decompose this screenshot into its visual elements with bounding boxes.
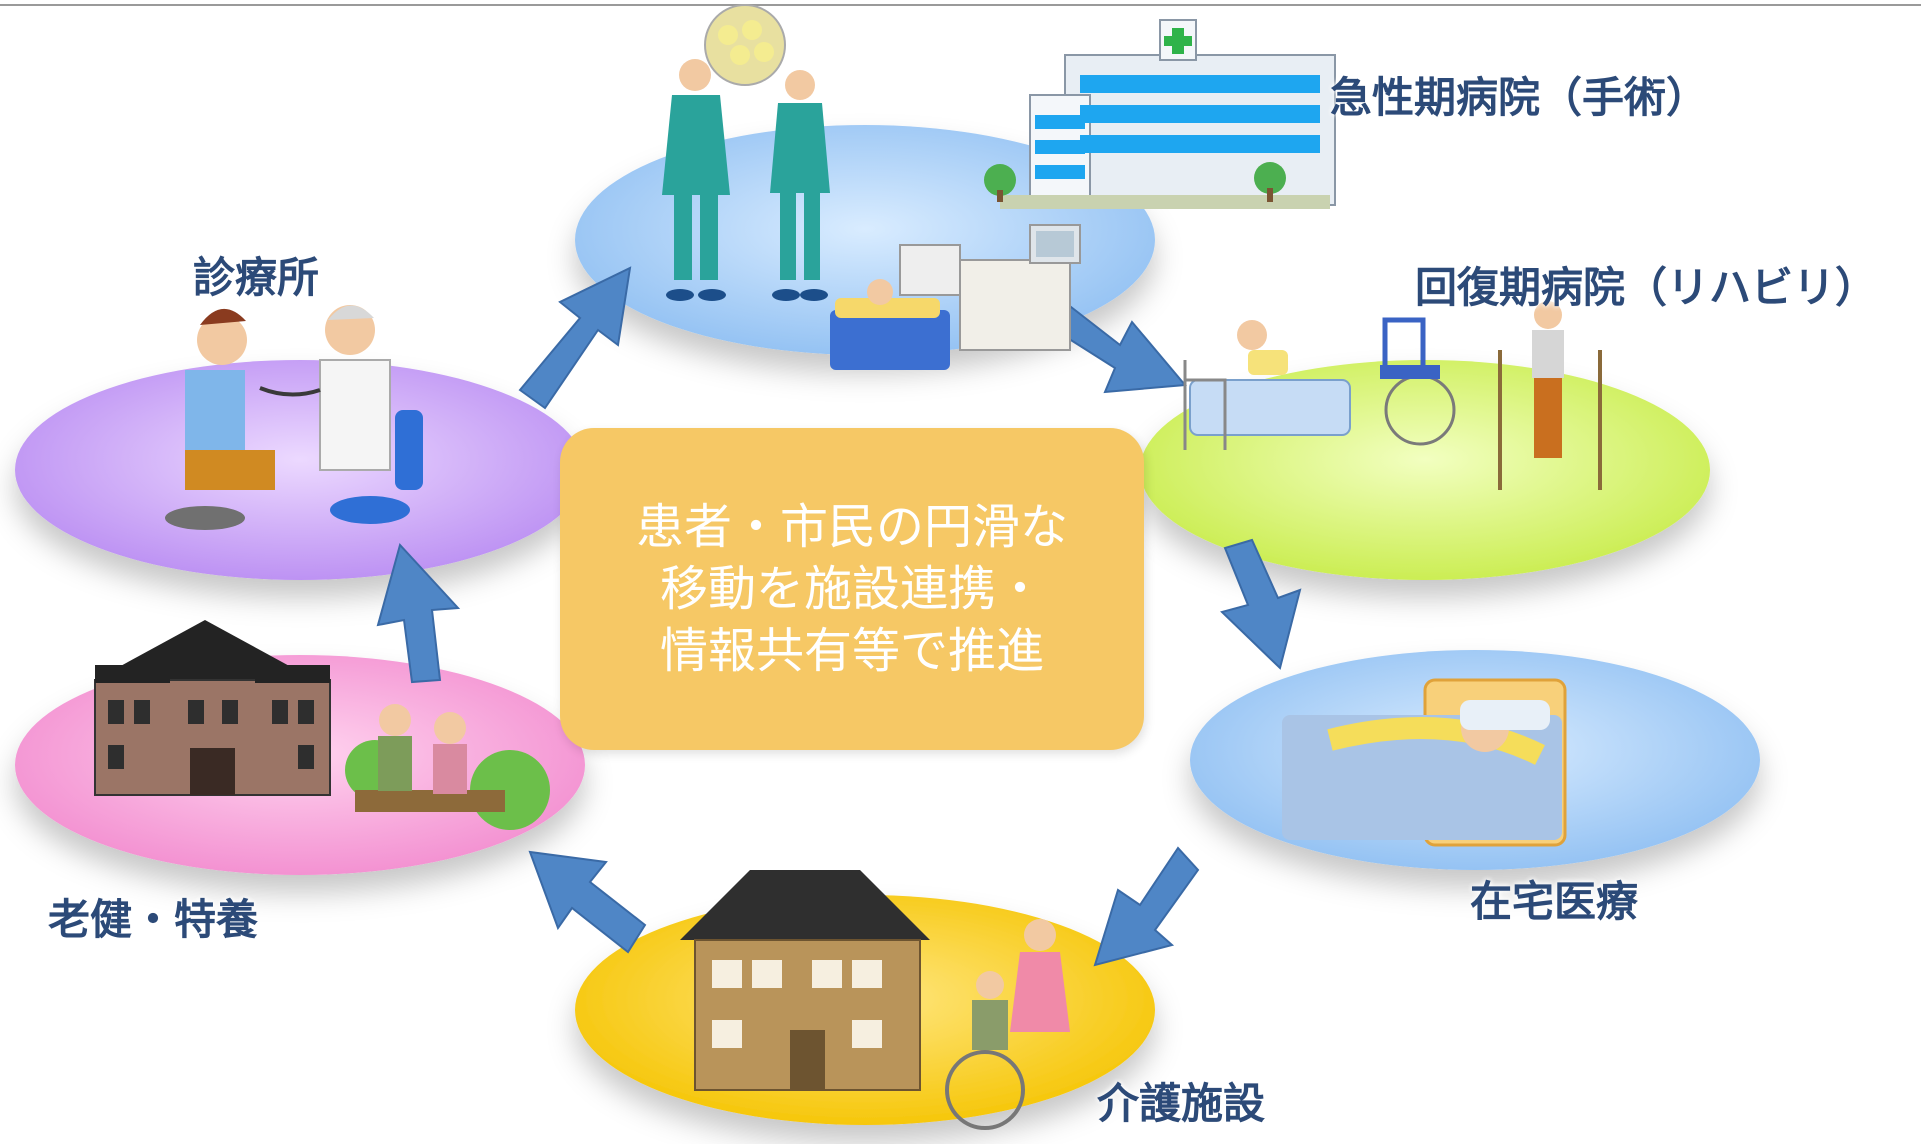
center-message-box: 患者・市民の円滑な 移動を施設連携・ 情報共有等で推進 [560, 428, 1144, 750]
label-acute-hospital: 急性期病院（手術） [1330, 73, 1709, 122]
label-clinic: 診療所 [193, 253, 320, 302]
arrow-elder-to-clinic [376, 542, 461, 684]
arrow-care-to-elder [528, 850, 647, 954]
center-message: 患者・市民の円滑な 移動を施設連携・ 情報共有等で推進 [582, 496, 1122, 682]
arrow-rehab-to-home [1220, 538, 1302, 670]
doctor-stethoscope-icon [165, 305, 423, 530]
center-line-3: 情報共有等で推進 [659, 623, 1044, 679]
label-elderly-facility: 老健・特養 [48, 895, 259, 944]
surgery-team-icon [662, 4, 1081, 370]
center-line-2: 移動を施設連携・ [659, 561, 1044, 617]
top-border [0, 4, 1921, 6]
hospital-building-icon [984, 19, 1336, 209]
elderly-facility-icon [94, 620, 550, 830]
center-line-1: 患者・市民の円滑な [635, 499, 1068, 555]
label-rehab-hospital: 回復期病院（リハビリ） [1415, 263, 1878, 312]
ellipse-clinic [15, 360, 585, 580]
care-house-icon [680, 870, 1070, 1130]
arrow-acute-to-rehab [1053, 298, 1188, 394]
label-care-facility: 介護施設 [1097, 1079, 1266, 1128]
wheelchair-rehab-icon [1183, 301, 1602, 490]
arrow-clinic-to-acute [518, 266, 632, 410]
arrow-home-to-care [1093, 846, 1200, 967]
label-home-care: 在宅医療 [1470, 877, 1639, 926]
patient-bed-icon [1282, 678, 1567, 847]
